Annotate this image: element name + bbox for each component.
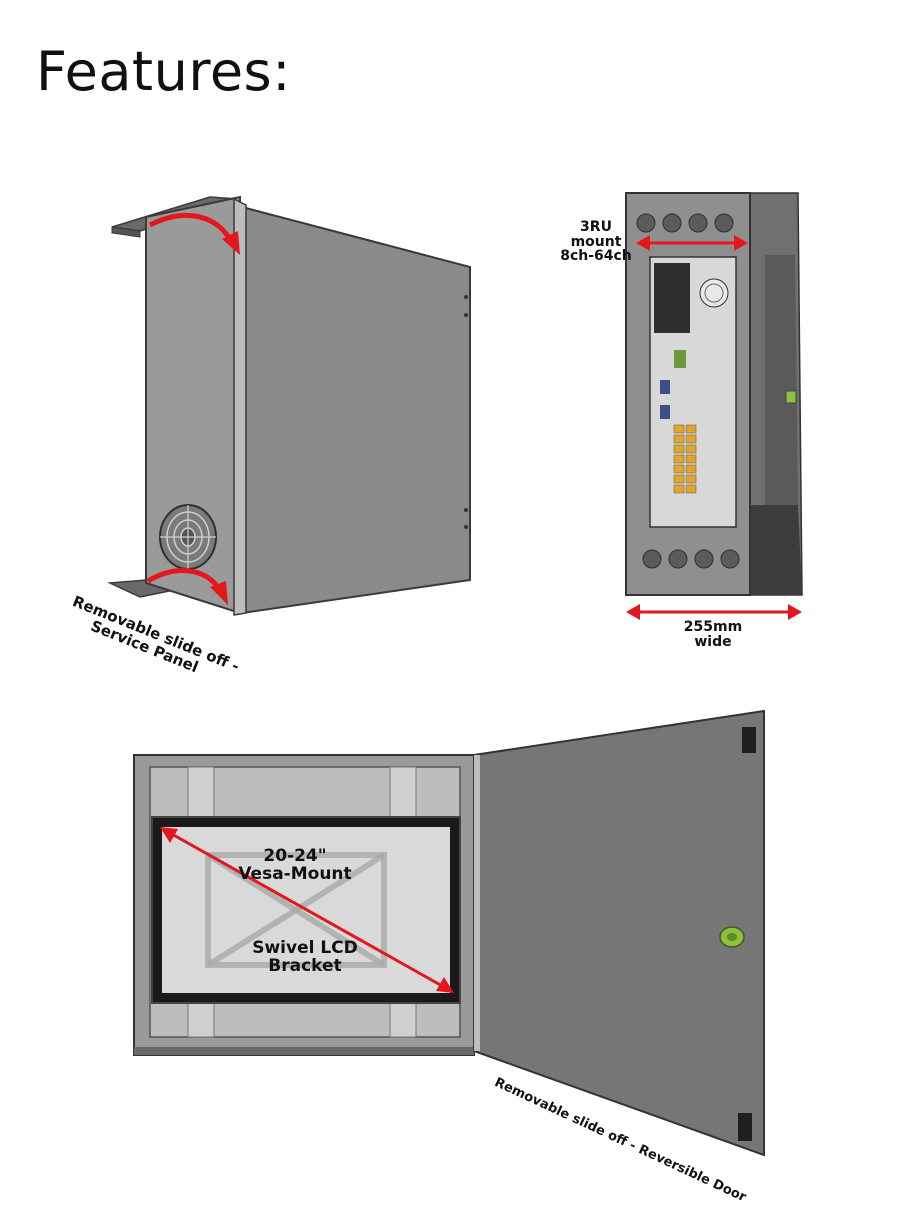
lcd-bracket-cabinet-illustration xyxy=(133,709,765,1157)
page-title: Features: xyxy=(36,40,291,103)
width-label: 255mm wide xyxy=(683,619,743,650)
swivel-bracket-label: Swivel LCD Bracket xyxy=(252,938,358,976)
width-dimension-arrow xyxy=(626,604,802,620)
rack-mount-cabinet-illustration xyxy=(625,192,803,596)
rack-mount-label: 3RU mount 8ch-64ch xyxy=(560,219,632,265)
lock-icon xyxy=(719,926,745,948)
service-panel-cabinet-illustration xyxy=(107,195,471,616)
fan-grille-icon xyxy=(159,504,217,570)
vesa-mount-label: 20-24" Vesa-Mount xyxy=(238,846,352,884)
